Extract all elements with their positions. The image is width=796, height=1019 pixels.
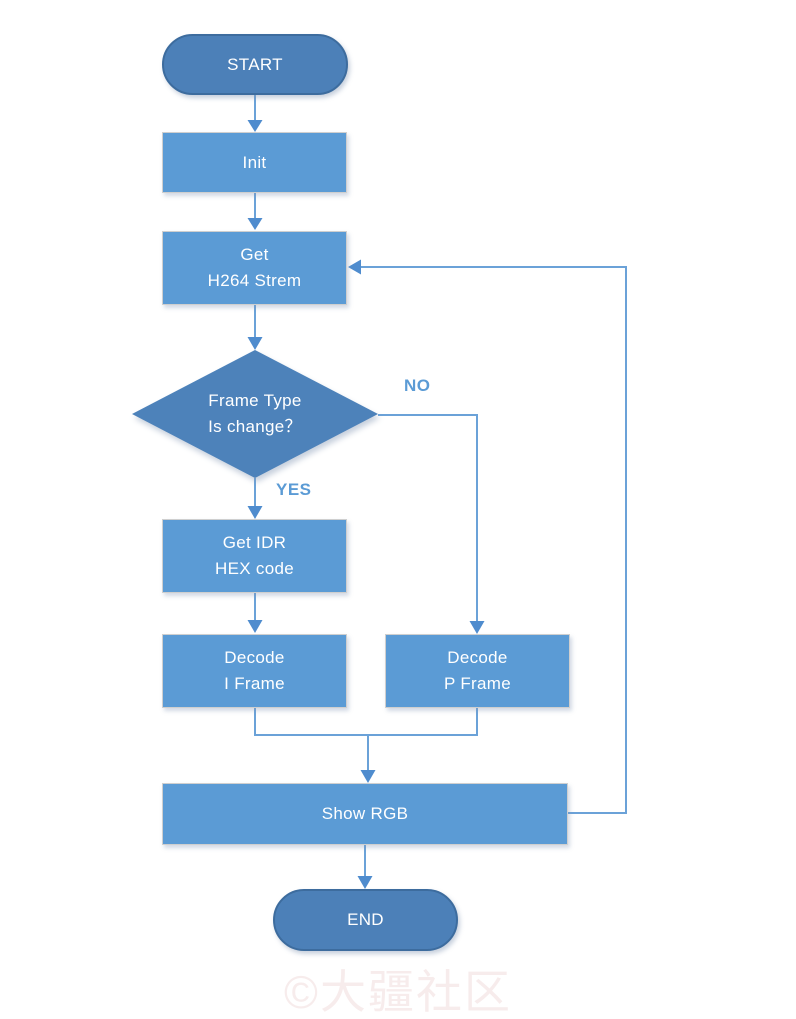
decision-diamond-shape: Frame Type Is change？ xyxy=(132,350,378,478)
edge-get-idr-decode-i xyxy=(247,593,263,633)
branch-label-no: NO xyxy=(404,376,431,395)
edge-get-h264-frame-type xyxy=(247,305,263,350)
flow-node-decode-i-frame: Decode I Frame xyxy=(162,634,347,708)
edge-start-init xyxy=(247,95,263,132)
flow-node-init: Init xyxy=(162,132,347,193)
branch-label-yes: YES xyxy=(276,480,312,499)
flow-node-show-rgb: Show RGB xyxy=(162,783,568,845)
edge-frame-type-get-idr xyxy=(247,478,263,519)
edge-frame-type-decode-p xyxy=(378,414,485,634)
flow-node-frame-type-decision: Frame Type Is change？ xyxy=(132,350,378,478)
flow-node-decode-p-frame: Decode P Frame xyxy=(385,634,570,708)
edge-init-get-h264 xyxy=(247,193,263,230)
watermark-text: ©大疆社区 xyxy=(284,966,512,1018)
flow-node-get-idr-hex: Get IDR HEX code xyxy=(162,519,347,593)
flow-node-get-h264-stream: Get H264 Strem xyxy=(162,231,347,305)
edge-merge-show-rgb xyxy=(254,708,478,783)
flow-node-end: END xyxy=(273,889,458,951)
edge-show-rgb-get-h264-loop xyxy=(348,259,627,814)
flow-node-start: START xyxy=(162,34,348,95)
edge-show-rgb-end xyxy=(357,845,373,889)
